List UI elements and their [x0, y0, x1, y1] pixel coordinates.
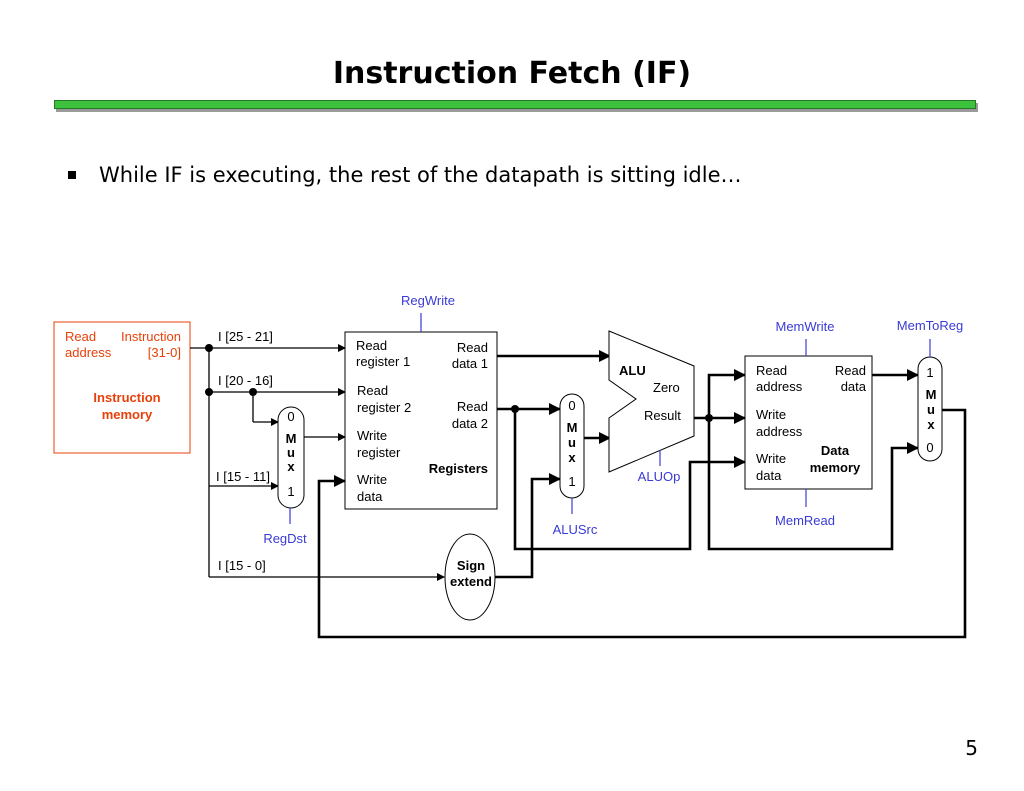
data-memory: Read address Write address Write data Re… [744, 355, 873, 490]
svg-text:x: x [287, 459, 295, 474]
svg-text:Read: Read [835, 363, 866, 378]
svg-text:Read: Read [356, 338, 387, 353]
instruction-memory: Read address Instruction [31-0] Instruct… [53, 321, 191, 454]
aluop-label: ALUOp [638, 469, 681, 484]
register-file: Read register 1 Read register 2 Write re… [344, 331, 498, 510]
svg-text:x: x [568, 450, 576, 465]
alusrc-label: ALUSrc [553, 522, 598, 537]
svg-text:Read: Read [457, 399, 488, 414]
svg-text:0: 0 [568, 398, 575, 413]
svg-text:Zero: Zero [653, 380, 680, 395]
memtoreg-label: MemToReg [897, 318, 963, 333]
field-label-25-21: I [25 - 21] [218, 329, 273, 344]
svg-text:Write: Write [756, 451, 786, 466]
svg-text:1: 1 [926, 365, 933, 380]
memwrite-label: MemWrite [776, 319, 835, 334]
field-label-20-16: I [20 - 16] [218, 373, 273, 388]
svg-text:data: data [357, 489, 383, 504]
datapath-thick-wires [317, 350, 967, 639]
title-underline-bar [54, 100, 976, 109]
svg-text:Sign: Sign [457, 558, 485, 573]
svg-text:Read: Read [457, 340, 488, 355]
svg-text:0: 0 [926, 440, 933, 455]
imem-title-line1: Instruction [93, 390, 160, 405]
svg-text:Data: Data [821, 443, 850, 458]
svg-text:u: u [927, 402, 935, 417]
svg-text:M: M [926, 387, 937, 402]
bullet-square-icon [68, 171, 76, 179]
imem-read-label: Read [65, 329, 96, 344]
svg-text:Write: Write [357, 428, 387, 443]
alu: ALU Zero Result [608, 330, 695, 473]
svg-text:M: M [567, 420, 578, 435]
svg-text:x: x [927, 417, 935, 432]
svg-text:Read: Read [756, 363, 787, 378]
svg-text:data: data [756, 468, 782, 483]
svg-text:Write: Write [357, 472, 387, 487]
imem-title-line2: memory [102, 407, 153, 422]
regdst-mux: 0 M u x 1 [277, 406, 305, 509]
page-number: 5 [965, 736, 978, 760]
field-label-15-0: I [15 - 0] [218, 558, 266, 573]
memtoreg-mux: 1 M u x 0 [917, 356, 943, 462]
regwrite-label: RegWrite [401, 293, 455, 308]
svg-text:register: register [357, 445, 401, 460]
imem-address-label: address [65, 345, 112, 360]
imem-instruction-label: Instruction [121, 329, 181, 344]
svg-text:Registers: Registers [429, 461, 488, 476]
svg-text:address: address [756, 379, 803, 394]
svg-text:memory: memory [810, 460, 861, 475]
sign-extend-unit: Sign extend [444, 533, 496, 621]
svg-text:u: u [287, 445, 295, 460]
alusrc-mux: 0 M u x 1 [559, 393, 585, 499]
imem-bits-label: [31-0] [148, 345, 181, 360]
svg-text:M: M [286, 431, 297, 446]
slide-title: Instruction Fetch (IF) [332, 56, 692, 91]
svg-text:extend: extend [450, 574, 492, 589]
svg-text:ALU: ALU [619, 363, 646, 378]
svg-text:data 2: data 2 [452, 416, 488, 431]
bullet-item: While IF is executing, the rest of the d… [68, 160, 742, 190]
svg-text:Read: Read [357, 383, 388, 398]
svg-text:register 2: register 2 [357, 400, 411, 415]
bullet-text: While IF is executing, the rest of the d… [99, 163, 742, 187]
instruction-bus-wires [190, 344, 445, 581]
svg-text:Result: Result [644, 408, 681, 423]
svg-text:Write: Write [756, 407, 786, 422]
svg-text:data 1: data 1 [452, 356, 488, 371]
svg-text:u: u [568, 435, 576, 450]
memread-label: MemRead [775, 513, 835, 528]
svg-text:register 1: register 1 [356, 354, 410, 369]
regdst-label: RegDst [263, 531, 307, 546]
svg-text:0: 0 [287, 409, 294, 424]
svg-text:1: 1 [568, 474, 575, 489]
svg-text:data: data [841, 379, 867, 394]
field-label-15-11: I [15 - 11] [216, 469, 270, 484]
svg-text:address: address [756, 424, 803, 439]
svg-text:1: 1 [287, 484, 294, 499]
